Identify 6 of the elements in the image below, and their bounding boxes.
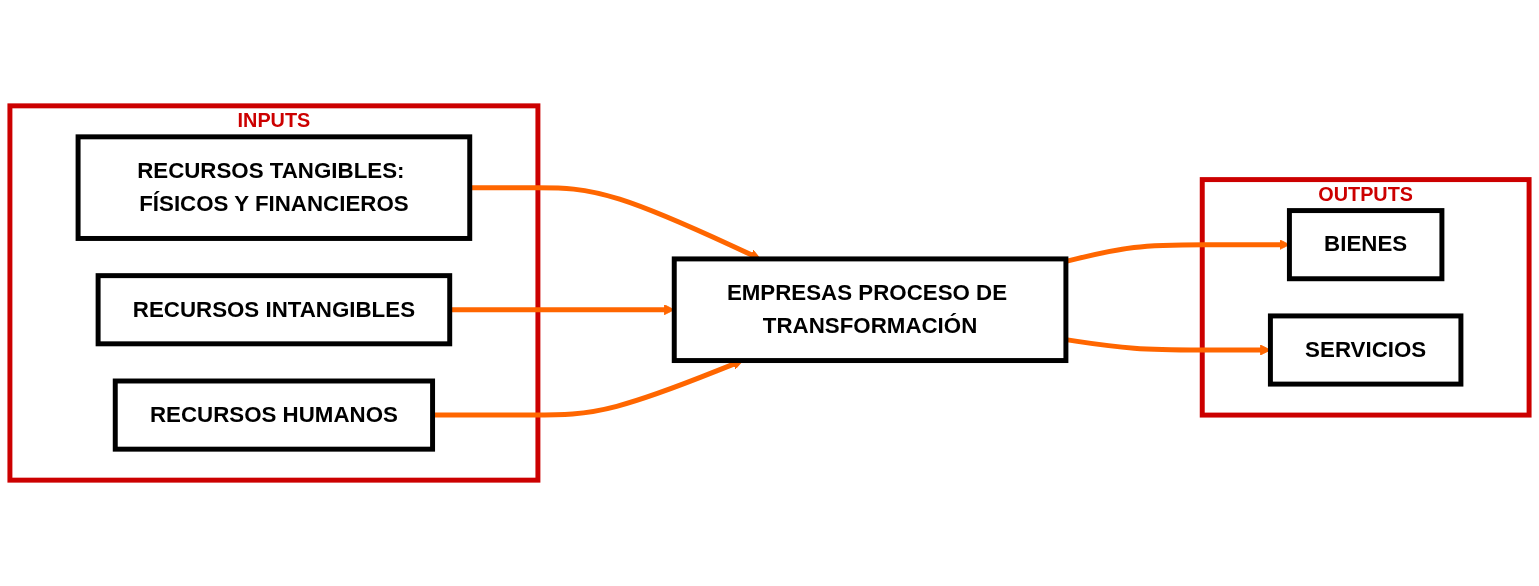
- node-box: EMPRESAS PROCESO DE TRANSFORMACIÓN: [671, 256, 1069, 364]
- node-box: RECURSOS INTANGIBLES: [95, 273, 453, 347]
- node-box: SERVICIOS: [1267, 313, 1464, 387]
- node-box: RECURSOS HUMANOS: [112, 378, 436, 452]
- node-box: BIENES: [1286, 208, 1445, 282]
- node-box: RECURSOS TANGIBLES: FÍSICOS Y FINANCIEROS: [75, 134, 473, 241]
